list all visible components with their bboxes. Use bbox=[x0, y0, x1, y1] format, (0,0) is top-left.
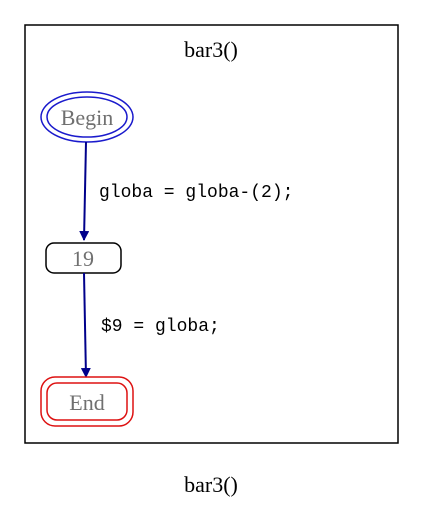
node-begin-label: Begin bbox=[61, 105, 114, 130]
edge-label-begin-to-19: globa = globa-(2); bbox=[99, 183, 293, 203]
node-end-label: End bbox=[69, 390, 104, 415]
cluster-title: bar3() bbox=[184, 37, 238, 62]
edge-label-19-to-end: $9 = globa; bbox=[101, 317, 220, 337]
edge-19-to-end: $9 = globa; bbox=[80, 272, 220, 378]
node-19-label: 19 bbox=[72, 246, 94, 271]
node-19: 19 bbox=[45, 242, 122, 274]
cluster-frame bbox=[24, 24, 399, 444]
node-begin: Begin bbox=[40, 91, 134, 143]
node-end: End bbox=[40, 376, 134, 427]
edge-begin-to-19: globa = globa-(2); bbox=[79, 141, 293, 241]
diagram-caption: bar3() bbox=[184, 472, 238, 497]
